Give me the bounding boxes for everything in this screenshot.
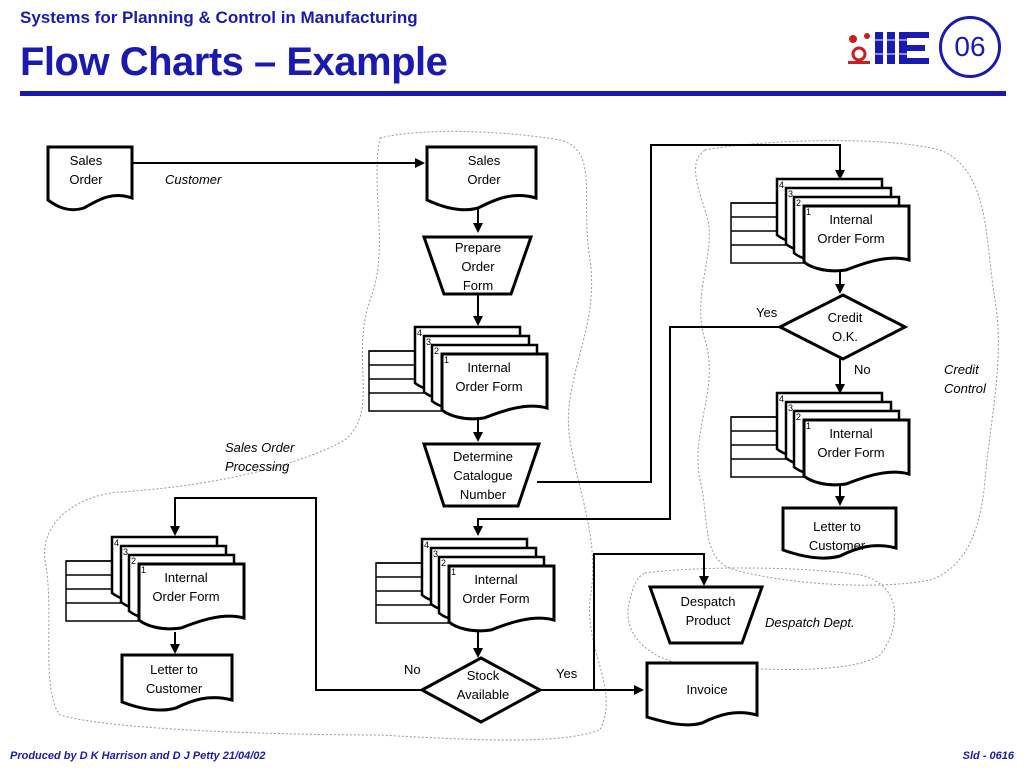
svg-text:3: 3 [123, 547, 128, 557]
svg-text:4: 4 [779, 180, 784, 190]
svg-text:Number: Number [460, 487, 507, 502]
svg-text:Product: Product [686, 613, 731, 628]
region-sales-order-processing [44, 130, 607, 741]
credit-no-label: No [854, 362, 871, 377]
region-label-sales-order-processing-2: Processing [225, 459, 290, 474]
svg-text:Letter to: Letter to [813, 519, 861, 534]
svg-text:Invoice: Invoice [686, 682, 727, 697]
svg-text:4: 4 [114, 538, 119, 548]
slide-number-badge: 06 [939, 16, 1001, 78]
svg-text:Order Form: Order Form [462, 591, 529, 606]
invoice-document: Invoice [645, 661, 759, 727]
svg-text:3: 3 [788, 403, 793, 413]
despatch-product-operation: Despatch Product [647, 585, 765, 645]
svg-text:Order Form: Order Form [152, 589, 219, 604]
svg-text:1: 1 [444, 355, 449, 365]
stock-yes-label: Yes [556, 666, 578, 681]
region-label-credit-control-2: Control [944, 381, 987, 396]
svg-text:2: 2 [434, 346, 439, 356]
arrowheads [170, 158, 845, 695]
svg-text:Letter to: Letter to [150, 662, 198, 677]
svg-text:4: 4 [779, 394, 784, 404]
svg-text:1: 1 [141, 565, 146, 575]
svg-text:Order: Order [69, 172, 103, 187]
svg-text:2: 2 [131, 556, 136, 566]
svg-text:1: 1 [451, 567, 456, 577]
slide-subtitle: Systems for Planning & Control in Manufa… [20, 8, 418, 27]
svg-text:2: 2 [441, 558, 446, 568]
svg-text:Credit: Credit [828, 310, 863, 325]
svg-text:Catalogue: Catalogue [453, 468, 512, 483]
sales-order-document-received: Sales Order [425, 145, 538, 212]
svg-text:Customer: Customer [146, 681, 203, 696]
svg-text:Internal: Internal [467, 360, 510, 375]
svg-text:2: 2 [796, 198, 801, 208]
region-despatch-dept [627, 567, 896, 670]
svg-text:Order: Order [461, 259, 495, 274]
svg-text:Form: Form [463, 278, 493, 293]
connector-credit-yes-to-stockforms [477, 326, 780, 528]
sales-order-document-customer: Sales Order [46, 145, 134, 212]
svg-text:Internal: Internal [829, 212, 872, 227]
svg-text:3: 3 [426, 337, 431, 347]
svg-text:1: 1 [806, 207, 811, 217]
letter-to-customer-credit: Letter to Customer [781, 506, 898, 560]
region-label-customer: Customer [165, 172, 222, 187]
svg-text:4: 4 [417, 328, 422, 338]
svg-text:Stock: Stock [467, 668, 500, 683]
svg-text:Order: Order [467, 172, 501, 187]
svg-text:Available: Available [457, 687, 510, 702]
stock-no-label: No [404, 662, 421, 677]
region-credit-control [695, 140, 999, 586]
letter-to-customer-stock: Letter to Customer [120, 653, 234, 712]
connector-stock-yes-to-despatch [593, 553, 705, 690]
connector-determine-to-credit [537, 144, 841, 483]
title-rule [20, 91, 1006, 96]
svg-text:Customer: Customer [809, 538, 866, 553]
determine-catalogue-number-operation: Determine Catalogue Number [421, 442, 542, 508]
svg-text:4: 4 [424, 540, 429, 550]
svg-text:Order Form: Order Form [817, 445, 884, 460]
credit-yes-label: Yes [756, 305, 778, 320]
svg-text:Sales: Sales [468, 153, 501, 168]
svg-text:Order Form: Order Form [455, 379, 522, 394]
svg-text:Internal: Internal [164, 570, 207, 585]
svg-text:Order Form: Order Form [817, 231, 884, 246]
region-label-credit-control-1: Credit [944, 362, 980, 377]
svg-text:Despatch: Despatch [681, 594, 736, 609]
svg-text:Sales: Sales [70, 153, 103, 168]
svg-text:Determine: Determine [453, 449, 513, 464]
connector-stock-no-to-leftforms [174, 497, 422, 691]
svg-text:3: 3 [788, 189, 793, 199]
credit-ok-decision: Credit O.K. [776, 293, 909, 361]
svg-text:3: 3 [433, 549, 438, 559]
footer-credit: Produced by D K Harrison and D J Petty 2… [10, 750, 266, 762]
stock-available-decision: Stock Available [418, 656, 544, 724]
footer-slide-id: Sld - 0616 [962, 750, 1014, 762]
svg-text:1: 1 [806, 421, 811, 431]
svg-text:O.K.: O.K. [832, 329, 858, 344]
iie-logo [845, 30, 931, 66]
svg-text:Internal: Internal [829, 426, 872, 441]
prepare-order-form-operation: Prepare Order Form [421, 235, 534, 296]
svg-text:Prepare: Prepare [455, 240, 501, 255]
region-label-despatch-dept: Despatch Dept. [765, 615, 855, 630]
svg-text:2: 2 [796, 412, 801, 422]
slide-title: Flow Charts – Example [20, 40, 448, 84]
region-label-sales-order-processing-1: Sales Order [225, 440, 295, 455]
svg-text:Internal: Internal [474, 572, 517, 587]
